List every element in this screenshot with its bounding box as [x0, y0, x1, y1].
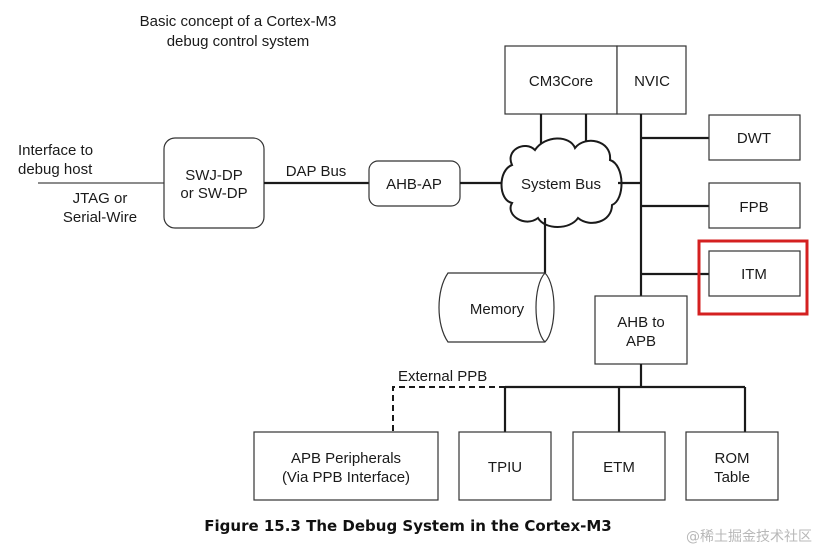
protocol-label-2: Serial-Wire [63, 209, 137, 226]
diagram-title-line2: debug control system [167, 33, 310, 50]
host-interface-label-2: debug host [18, 161, 93, 178]
tpiu-label: TPIU [488, 459, 522, 476]
system-bus-cloud [500, 137, 623, 228]
ahb-to-apb-label-1: AHB to [617, 314, 665, 331]
tpiu-block [458, 431, 552, 501]
swj-dp-label-1: SWJ-DP [185, 167, 243, 184]
cm3core-label: CM3Core [529, 73, 593, 90]
apb-peripherals-label-1: APB Peripherals [291, 450, 401, 467]
nvic-label: NVIC [634, 73, 670, 90]
apb-peripherals-block [253, 431, 439, 501]
rom-table-label-1: ROM [715, 450, 750, 467]
dap-bus-label: DAP Bus [286, 163, 347, 180]
external-ppb-label: External PPB [398, 368, 487, 385]
system-bus-label: System Bus [521, 176, 601, 193]
ahb-ap-label: AHB-AP [386, 176, 442, 193]
watermark: @稀土掘金技术社区 [686, 529, 812, 545]
itm-highlight-box [697, 239, 809, 316]
rom-table-block [685, 431, 779, 501]
etm-label: ETM [603, 459, 635, 476]
ahb-to-apb-label-2: APB [626, 333, 656, 350]
fpb-label: FPB [739, 199, 768, 216]
diagram-title-line1: Basic concept of a Cortex-M3 [140, 13, 337, 30]
figure-caption: Figure 15.3 The Debug System in the Cort… [204, 517, 611, 535]
dwt-block [708, 114, 801, 161]
external-ppb-dashed-line [392, 386, 505, 432]
swj-dp-label-2: or SW-DP [180, 185, 247, 202]
dwt-label: DWT [737, 130, 771, 147]
apb-peripherals-label-2: (Via PPB Interface) [282, 469, 410, 486]
fpb-block [708, 182, 801, 229]
memory-cylinder-edge [535, 272, 546, 343]
etm-block [572, 431, 666, 501]
itm-label: ITM [741, 266, 767, 283]
nvic-block [616, 45, 687, 115]
rom-table-label-2: Table [714, 469, 750, 486]
host-interface-label-1: Interface to [18, 142, 93, 159]
protocol-label-1: JTAG or [73, 190, 128, 207]
memory-label: Memory [470, 301, 525, 318]
itm-block [708, 250, 801, 297]
